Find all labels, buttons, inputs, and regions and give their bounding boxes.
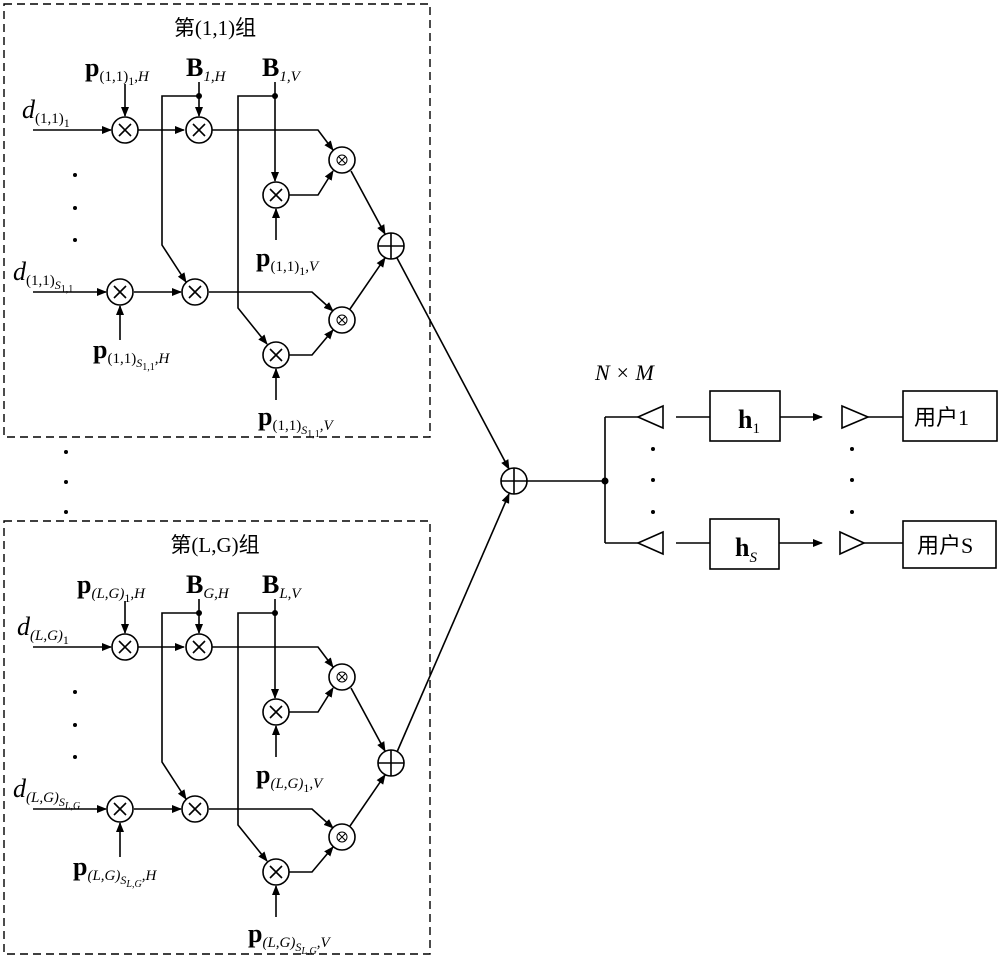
signal-arrow	[289, 330, 333, 355]
junction-dot	[602, 478, 609, 485]
multiplier-icon	[263, 699, 289, 725]
label-data-first: d(1,1)1	[22, 95, 70, 130]
signal-arrow	[238, 96, 275, 344]
kronecker-product-icon	[329, 664, 355, 690]
label-precoder-last-v: p(L,G)SL,G,V	[248, 919, 331, 955]
array-label: N × M	[594, 360, 656, 385]
main-adder-icon	[501, 468, 527, 494]
kronecker-product-icon	[329, 824, 355, 850]
group-title: 第(1,1)组	[174, 16, 256, 40]
ellipsis-dots	[73, 173, 77, 242]
label-precoder-first-v: p(L,G)1,V	[256, 760, 324, 795]
multiplier-icon	[112, 634, 138, 660]
rx-antenna-icon	[840, 532, 864, 554]
feed-lines	[527, 417, 638, 543]
label-beam-h: BG,H	[186, 570, 230, 602]
multiplier-icon	[107, 796, 133, 822]
label-precoder-first-h: p(1,1)1,H	[85, 53, 150, 88]
junction-dot	[272, 610, 278, 616]
adder-icon	[378, 750, 404, 776]
channel-label-h1: h1	[738, 405, 760, 437]
signal-arrow	[351, 171, 385, 234]
tx-antenna-icon	[638, 406, 663, 428]
multiplier-icon	[182, 279, 208, 305]
multiplier-icon	[182, 796, 208, 822]
signal-arrow	[209, 292, 333, 311]
multiplier-icon	[263, 342, 289, 368]
multiplier-icon	[112, 117, 138, 143]
signal-arrow	[209, 809, 333, 828]
multiplier-icon	[263, 859, 289, 885]
junction-dot	[272, 93, 278, 99]
label-beam-h: B1,H	[186, 53, 227, 85]
kronecker-product-icon	[329, 147, 355, 173]
label-data-last: d(L,G)SL,G	[13, 774, 80, 812]
tx-antenna-icon	[638, 532, 663, 554]
group-lg-output-line	[397, 494, 509, 752]
beam-group-2: 第(L,G)组 p(L,G)1,H BG,H BL,V d(L,G)1 d(L,G)SL,…	[4, 521, 430, 955]
multiplier-icon	[186, 634, 212, 660]
signal-arrow	[238, 613, 275, 861]
channel-label-hS: hS	[735, 533, 757, 566]
signal-arrow	[289, 171, 333, 195]
signal-arrow	[350, 258, 385, 309]
signal-arrow	[289, 847, 333, 872]
beam-group-1: 第(1,1)组 p(1,1)1,H B1,H B1,V d(1,1)1 d(1,1)S1,…	[4, 4, 430, 440]
label-data-first: d(L,G)1	[17, 612, 69, 647]
multiplier-icon	[186, 117, 212, 143]
signal-arrow	[212, 647, 333, 667]
multiplier-icon	[263, 182, 289, 208]
label-precoder-last-v: p(1,1)S1,1,V	[258, 402, 334, 440]
ellipsis-dots	[73, 690, 77, 759]
label-data-last: d(1,1)S1,1	[13, 257, 73, 295]
label-precoder-first-v: p(1,1)1,V	[256, 243, 320, 278]
label-beam-v: B1,V	[262, 53, 302, 85]
ellipsis-dots	[64, 447, 854, 514]
user-label-1: 用户1	[914, 405, 969, 430]
junction-dot	[196, 610, 202, 616]
signal-arrow	[289, 688, 333, 712]
label-precoder-last-h: p(1,1)S1,1,H	[93, 335, 170, 373]
multiplier-icon	[107, 279, 133, 305]
adder-icon	[378, 233, 404, 259]
label-precoder-last-h: p(L,G)SL,G,H	[73, 852, 157, 890]
kronecker-product-icon	[329, 307, 355, 333]
signal-arrow	[350, 775, 385, 826]
user-label-S: 用户S	[917, 533, 973, 558]
signal-arrow	[351, 688, 385, 751]
label-precoder-first-h: p(L,G)1,H	[77, 570, 146, 605]
rx-antenna-icon	[842, 406, 868, 428]
group-title: 第(L,G)组	[170, 533, 259, 557]
label-beam-v: BL,V	[262, 570, 302, 602]
signal-arrow	[212, 130, 333, 150]
junction-dot	[196, 93, 202, 99]
